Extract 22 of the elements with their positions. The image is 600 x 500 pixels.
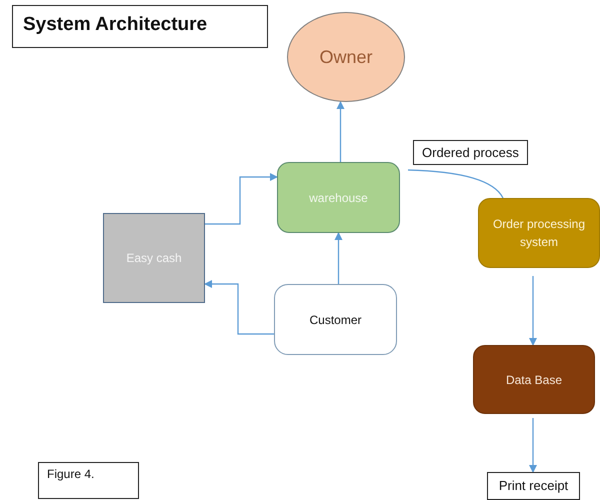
arrow bbox=[334, 232, 342, 284]
title: System Architecture bbox=[12, 5, 268, 48]
process-box bbox=[103, 213, 205, 303]
node-label: Order processing system bbox=[492, 216, 586, 251]
arrow bbox=[205, 173, 278, 225]
database-box bbox=[473, 345, 595, 414]
arrow bbox=[204, 280, 274, 335]
output-box bbox=[487, 472, 580, 500]
arrow bbox=[529, 276, 537, 346]
node-label: Data Base bbox=[504, 372, 564, 388]
node-label: Print receipt bbox=[498, 477, 570, 496]
arrow bbox=[336, 101, 344, 162]
node-label: Owner bbox=[318, 46, 374, 68]
process-box bbox=[277, 162, 400, 233]
edge-label: Ordered process bbox=[413, 140, 528, 165]
process-box bbox=[478, 198, 600, 268]
process-box bbox=[274, 284, 397, 355]
connector-line bbox=[408, 169, 504, 198]
node-label: warehouse bbox=[308, 190, 369, 206]
arrow bbox=[529, 418, 537, 473]
caption: Figure 4. bbox=[38, 462, 139, 499]
node-label: Customer bbox=[308, 312, 362, 328]
